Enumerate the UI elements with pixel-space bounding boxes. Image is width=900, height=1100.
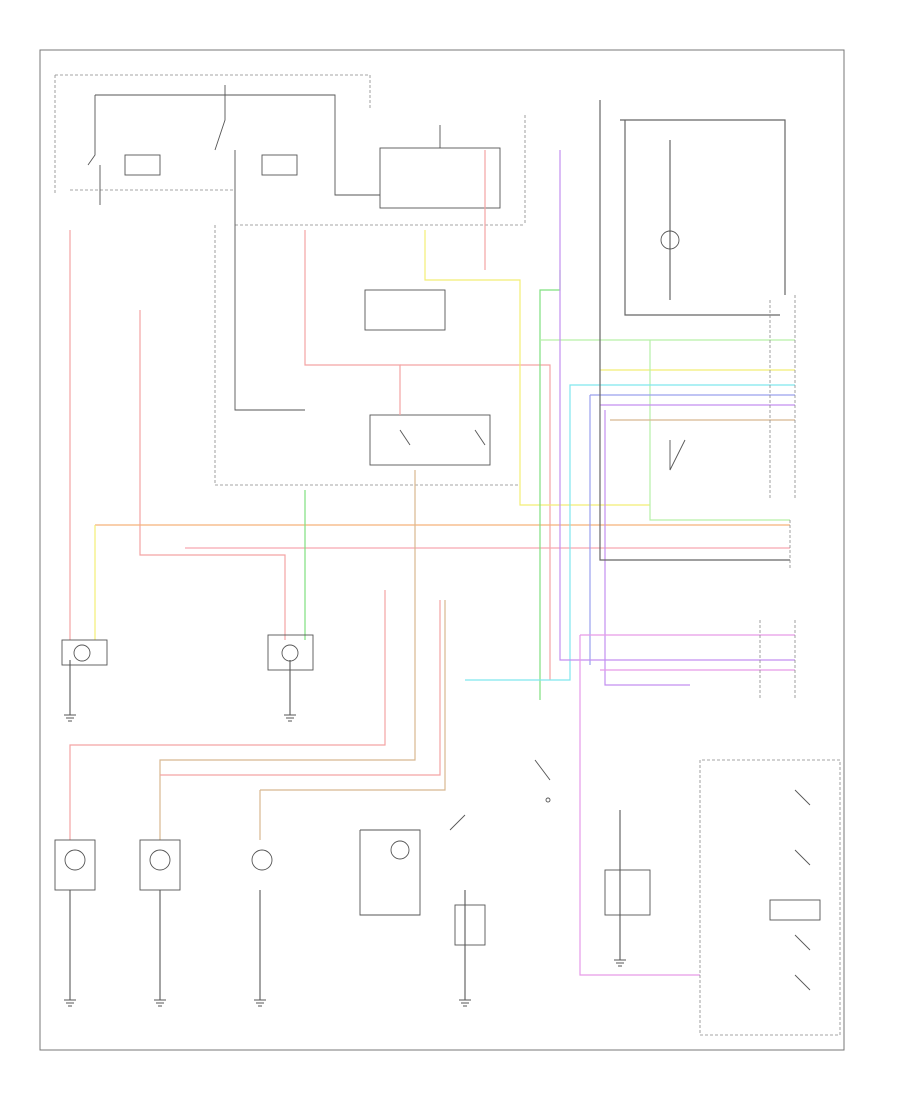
dimmer-relay (359, 829, 421, 916)
top-left-fuse-box (54, 74, 371, 205)
wire-harness (69, 100, 795, 1000)
left-high-beam (54, 839, 96, 891)
control-module-box (235, 105, 526, 331)
right-high-beam (139, 839, 181, 891)
diagram-frame (39, 49, 845, 1051)
indicator-lamp (251, 849, 273, 871)
headlight-switch-box (214, 205, 520, 486)
door-switch (534, 759, 551, 803)
right-headlight (267, 634, 314, 671)
flasher-unit (604, 869, 651, 916)
ground-symbols (64, 714, 626, 1007)
combination-switch (699, 759, 841, 1036)
right-connector-boxes (759, 295, 796, 700)
ground-lamp (669, 439, 686, 471)
left-headlight (61, 639, 108, 666)
top-right-lamp (660, 230, 680, 250)
fog-switch (449, 814, 486, 946)
